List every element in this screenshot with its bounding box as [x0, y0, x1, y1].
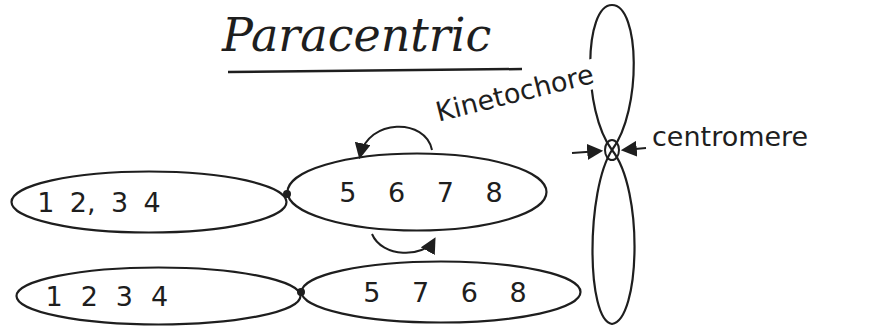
gene-sequence: 5 6 7 8 [339, 179, 502, 206]
leader-arrow [572, 151, 600, 153]
title: Paracentric [222, 10, 491, 61]
gene-sequence: 1 2, 3 4 [37, 189, 160, 216]
leader-arrow [624, 148, 646, 150]
inversion-arrow [360, 127, 432, 156]
chromatid-arm [590, 5, 634, 150]
chromosome-arm: 1 2 3 4 [15, 266, 302, 326]
inversion-arrow [372, 234, 434, 253]
chromosome-arm: 5 7 6 8 [300, 260, 582, 324]
chromatid-arm [593, 150, 635, 324]
part-label: centromere [650, 122, 810, 152]
title-underline [228, 69, 522, 72]
gene-sequence: 1 2 3 4 [45, 283, 168, 310]
gene-sequence: 5 7 6 8 [363, 279, 526, 306]
chromosome-arm: 5 6 7 8 [286, 152, 548, 232]
centromere-symbol [605, 140, 619, 160]
chromosome-arm: 1 2, 3 4 [10, 170, 288, 234]
